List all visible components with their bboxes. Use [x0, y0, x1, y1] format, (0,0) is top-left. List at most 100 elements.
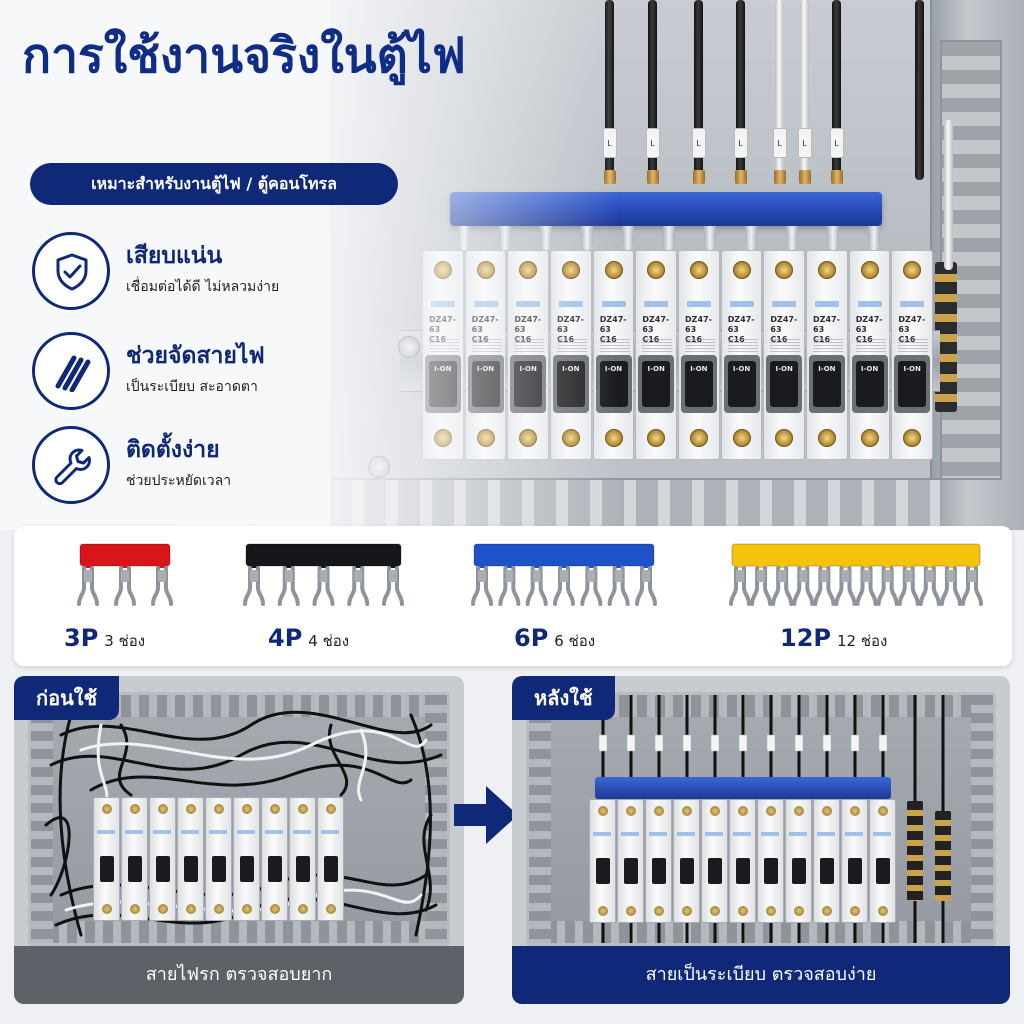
cable-duct [529, 921, 993, 943]
terminal-screw [129, 904, 140, 914]
circuit-breaker [645, 799, 672, 923]
feature-icon-circle [32, 232, 110, 310]
terminal-screw [647, 261, 666, 279]
terminal-screw [765, 906, 776, 916]
breaker-toggle: I-ON [770, 361, 799, 407]
label-strip [237, 830, 255, 834]
terminal-screw [689, 429, 708, 447]
terminal-screw [775, 261, 794, 279]
before-panel: ก่อนใช้ สายไฟรก ตรวจสอบยาก [14, 676, 464, 1004]
terminal-screw [849, 806, 860, 816]
terminal-screw [709, 806, 720, 816]
circuit-breaker [757, 799, 784, 923]
cable-duct [971, 695, 993, 943]
label-strip [677, 832, 695, 836]
terminal-screw [597, 806, 608, 816]
after-caption: สายเป็นระเบียบ ตรวจสอบง่าย [512, 946, 1010, 1004]
label-strip [845, 832, 863, 836]
wire-lug [830, 170, 843, 184]
circuit-breaker [233, 797, 260, 921]
jumper-desc: 6 ช่อง [554, 632, 596, 650]
circuit-breaker: DZ47-63C16I-ON [891, 250, 934, 460]
circuit-breaker [701, 799, 728, 923]
terminal-screw [817, 429, 836, 447]
terminal-block [935, 262, 957, 412]
messy-cabinet [28, 692, 450, 946]
label-strip [125, 830, 143, 834]
busbar-prong [868, 226, 880, 250]
label-strip [593, 832, 611, 836]
circuit-breaker: DZ47-63C16I-ON [720, 250, 763, 460]
breaker-toggle [211, 856, 226, 882]
wire [832, 0, 841, 180]
terminal-screw [903, 261, 922, 279]
label-strip [789, 832, 807, 836]
terminal-screw [129, 804, 140, 814]
jumper-desc: 3 ช่อง [104, 632, 146, 650]
terminal-screw [681, 806, 692, 816]
circuit-breaker: DZ47-63C16I-ON [806, 250, 848, 460]
spec-text [770, 339, 801, 353]
terminal-screw [681, 906, 692, 916]
wire-marker-sleeve: L [645, 128, 660, 158]
breaker-toggle [847, 858, 862, 884]
hero-section: LLLLLLL DZ47-63C16I-ONDZ47-63C16I-ONDZ47… [0, 0, 1024, 530]
breaker-toggle: I-ON [642, 361, 671, 407]
label-strip [815, 301, 840, 307]
feature-title: ช่วยจัดสายไฟ [126, 343, 265, 369]
circuit-breaker [177, 797, 204, 921]
wire-lug [798, 170, 811, 184]
terminal-screw [297, 904, 308, 914]
terminal-screw [647, 429, 666, 447]
label-strip [687, 301, 712, 307]
cable-duct [31, 695, 53, 943]
circuit-breaker [93, 797, 120, 921]
busbar-prong [745, 226, 757, 250]
terminal-screw [213, 904, 224, 914]
terminal-screw [860, 261, 879, 279]
label-strip [644, 301, 669, 307]
circuit-breaker [729, 799, 756, 923]
label-strip [772, 301, 797, 307]
terminal-screw [625, 906, 636, 916]
terminal-screw [877, 906, 888, 916]
terminal-screw [732, 261, 751, 279]
tidy-cabinet [526, 692, 996, 946]
terminal-screw [213, 804, 224, 814]
terminal-screw [101, 904, 112, 914]
circuit-breaker [869, 799, 896, 923]
before-caption: สายไฟรก ตรวจสอบยาก [14, 946, 464, 1004]
label-strip [649, 832, 667, 836]
circuit-breaker: DZ47-63C16I-ON [848, 250, 891, 460]
breaker-toggle: I-ON [855, 361, 884, 407]
label-strip [293, 830, 311, 834]
spec-text [898, 339, 929, 353]
wire-marker-sleeve: L [691, 128, 706, 158]
spec-text [642, 339, 673, 353]
blue-jumper-icon [471, 543, 657, 606]
circuit-breaker [589, 799, 616, 923]
after-tag: หลังใช้ [512, 676, 615, 720]
jumper-code: 12P [780, 624, 831, 652]
terminal-screw [269, 804, 280, 814]
breaker-toggle [595, 858, 610, 884]
wire-lug [734, 170, 747, 184]
label-strip [621, 832, 639, 836]
label-strip [817, 832, 835, 836]
busbar-prong [663, 226, 675, 250]
label-strip [209, 830, 227, 834]
blue-busbar [595, 777, 891, 799]
terminal-screw [765, 806, 776, 816]
terminal-screw [597, 906, 608, 916]
circuit-breaker: DZ47-63C16I-ON [678, 250, 720, 460]
page-title: การใช้งานจริงในตู้ไฟ [22, 28, 466, 84]
cable-duct [31, 921, 447, 943]
terminal-screw [653, 906, 664, 916]
label-strip [873, 832, 891, 836]
breaker-toggle [791, 858, 806, 884]
